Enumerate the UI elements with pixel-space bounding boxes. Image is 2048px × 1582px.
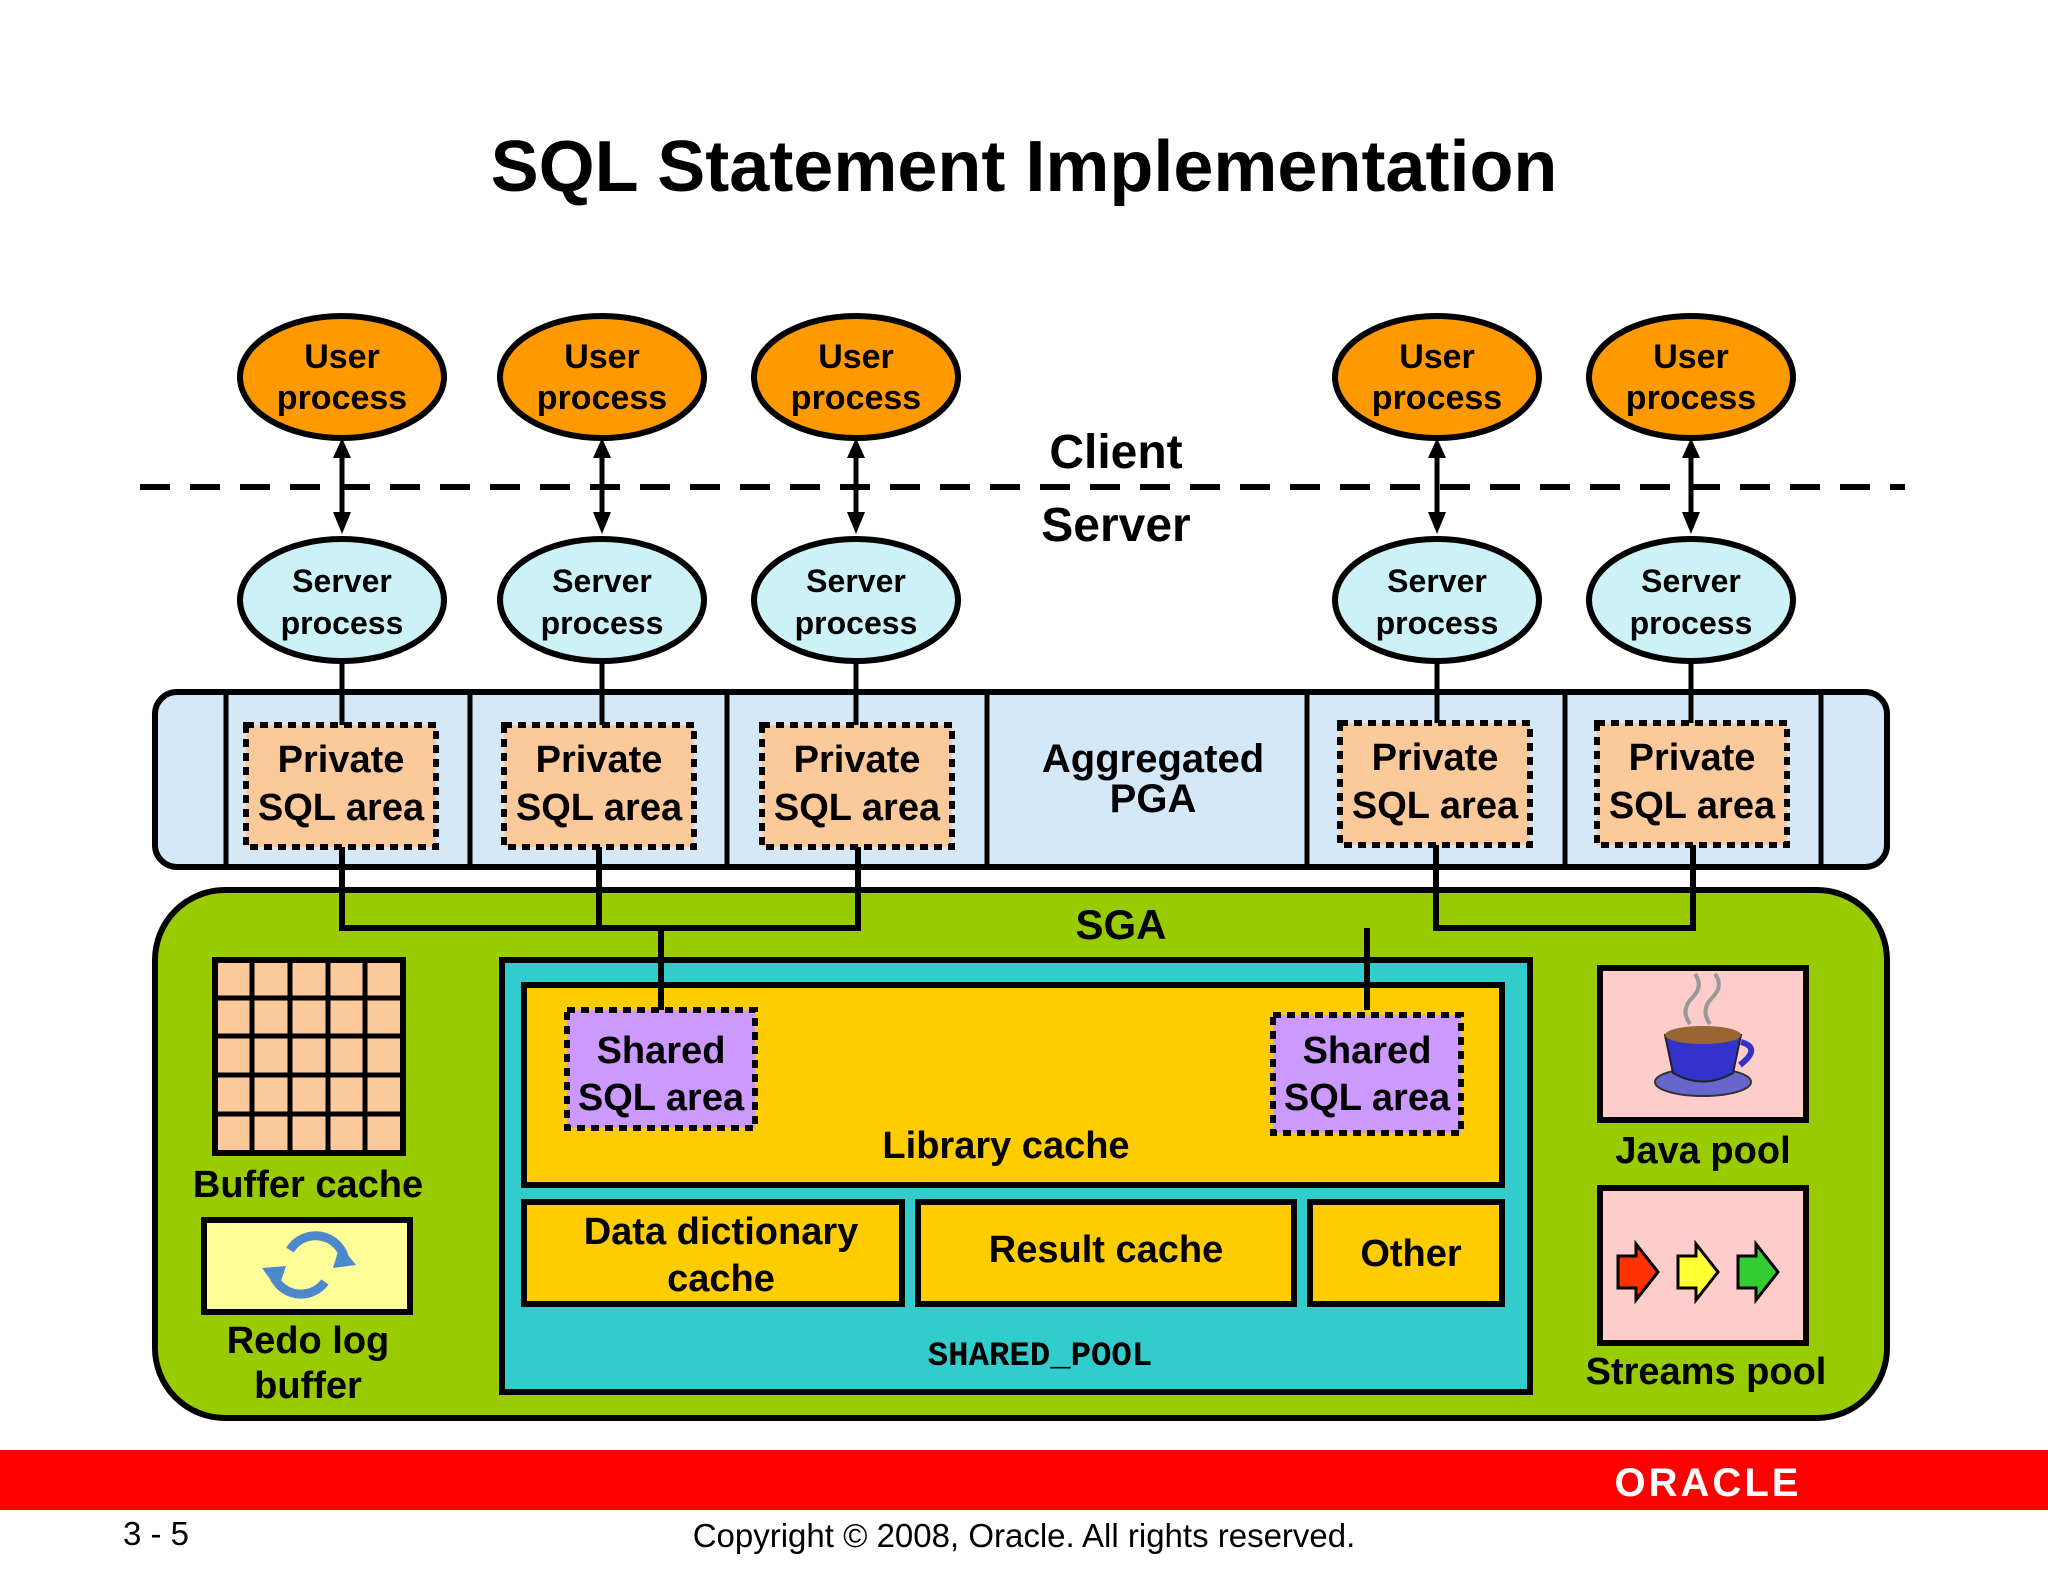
user-process-label: User xyxy=(304,338,380,376)
pga-dividers xyxy=(223,692,1824,867)
shared-sql-area-2-label: Shared xyxy=(1303,1030,1432,1072)
server-process-label-2: process xyxy=(1376,605,1499,641)
shared-sql-area-1-label-2: SQL area xyxy=(578,1077,745,1119)
server-process-label-2: process xyxy=(795,605,918,641)
user-process-label: User xyxy=(564,338,640,376)
private-sql-area-1 xyxy=(243,722,439,850)
user-process-5 xyxy=(1586,313,1796,441)
page-number: 3 - 5 xyxy=(123,1515,190,1552)
private-sql-area-2 xyxy=(501,722,697,850)
private-sql-area-3 xyxy=(759,722,955,850)
java-pool-label: Java pool xyxy=(1615,1130,1790,1172)
private-sql-area-label: Private xyxy=(1629,737,1756,779)
user-process-1 xyxy=(237,313,447,441)
arrowhead-up xyxy=(847,438,865,458)
pga-to-sga-connectors xyxy=(339,845,1696,1010)
user-process-label-2: process xyxy=(277,379,407,417)
shared-sql-area-1-label: Shared xyxy=(597,1030,726,1072)
server-label: Server xyxy=(1041,499,1190,552)
arrowhead-up xyxy=(333,438,351,458)
redo-arrowhead-1 xyxy=(333,1245,356,1268)
result-cache-box xyxy=(915,1199,1297,1307)
user-process-label-2: process xyxy=(537,379,667,417)
redo-arrowhead-2 xyxy=(262,1266,286,1290)
user-process-label: User xyxy=(1399,338,1475,376)
coffee-cup-icon xyxy=(1654,972,1755,1097)
user-process-label-2: process xyxy=(1626,379,1756,417)
other-label: Other xyxy=(1360,1233,1462,1275)
aggregated-pga-label: Aggregated xyxy=(1042,737,1264,781)
private-sql-area-label-2: SQL area xyxy=(516,787,683,829)
server-process-label-2: process xyxy=(1630,605,1753,641)
server-process-5 xyxy=(1586,536,1796,664)
redo-log-label: Redo log xyxy=(227,1320,390,1362)
server-process-label: Server xyxy=(292,563,392,599)
arrowhead-down xyxy=(1682,512,1700,534)
server-process-label: Server xyxy=(1641,563,1741,599)
streams-pool-label: Streams pool xyxy=(1586,1351,1827,1393)
redo-log-label-2: buffer xyxy=(254,1365,362,1407)
shared-sql-area-2 xyxy=(1270,1012,1464,1136)
private-sql-area-label: Private xyxy=(536,739,663,781)
user-process-4 xyxy=(1332,313,1542,441)
arrowhead-up xyxy=(1428,438,1446,458)
stream-arrow-yellow-icon xyxy=(1676,1239,1720,1305)
result-cache-label: Result cache xyxy=(989,1229,1223,1271)
sga-label: SGA xyxy=(1075,901,1166,948)
private-sql-area-label-2: SQL area xyxy=(1609,785,1776,827)
slide-title: SQL Statement Implementation xyxy=(490,127,1558,207)
server-process-label: Server xyxy=(1387,563,1487,599)
private-sql-area-label: Private xyxy=(278,739,405,781)
private-sql-area-label: Private xyxy=(1372,737,1499,779)
server-process-3 xyxy=(751,536,961,664)
arrowhead-down xyxy=(1428,512,1446,534)
user-process-label-2: process xyxy=(791,379,921,417)
private-sql-area-label-2: SQL area xyxy=(258,787,425,829)
other-box xyxy=(1307,1199,1505,1307)
client-label: Client xyxy=(1049,426,1182,479)
server-process-1 xyxy=(237,536,447,664)
shared-sql-area-2-label-2: SQL area xyxy=(1284,1077,1451,1119)
buffer-cache-icon xyxy=(212,957,406,1156)
shared-sql-area-1 xyxy=(564,1007,758,1131)
arrowhead-up xyxy=(593,438,611,458)
user-process-label: User xyxy=(1653,338,1729,376)
server-process-label-2: process xyxy=(281,605,404,641)
private-sql-area-label-2: SQL area xyxy=(1352,785,1519,827)
user-process-label: User xyxy=(818,338,894,376)
private-sql-area-5 xyxy=(1594,720,1790,848)
stream-arrow-green-icon xyxy=(1736,1239,1780,1305)
arrowhead-up xyxy=(1682,438,1700,458)
sql-implementation-diagram: Client Server Aggregated PGA SGA xyxy=(140,313,1905,1421)
stream-arrow-red-icon xyxy=(1616,1239,1660,1305)
shared-pool-label: SHARED_POOL xyxy=(928,1338,1152,1376)
data-dictionary-cache-label: Data dictionary xyxy=(584,1211,859,1253)
buffer-cache-label: Buffer cache xyxy=(193,1164,423,1206)
footer-bar xyxy=(0,1450,2048,1510)
arrowhead-down xyxy=(333,512,351,534)
library-cache-label: Library cache xyxy=(882,1125,1129,1167)
data-dictionary-cache-box xyxy=(521,1199,905,1307)
server-process-label: Server xyxy=(552,563,652,599)
arrowhead-down xyxy=(847,512,865,534)
server-process-2 xyxy=(497,536,707,664)
data-dictionary-cache-label-2: cache xyxy=(667,1258,775,1300)
arrowhead-down xyxy=(593,512,611,534)
user-process-2 xyxy=(497,313,707,441)
server-process-4 xyxy=(1332,536,1542,664)
private-sql-area-label-2: SQL area xyxy=(774,787,941,829)
private-sql-area-4 xyxy=(1337,720,1533,848)
server-process-label: Server xyxy=(806,563,906,599)
aggregated-pga-label-2: PGA xyxy=(1110,777,1197,821)
server-process-label-2: process xyxy=(541,605,664,641)
copyright: Copyright © 2008, Oracle. All rights res… xyxy=(692,1517,1356,1554)
private-sql-area-label: Private xyxy=(794,739,921,781)
user-process-label-2: process xyxy=(1372,379,1502,417)
user-process-3 xyxy=(751,313,961,441)
